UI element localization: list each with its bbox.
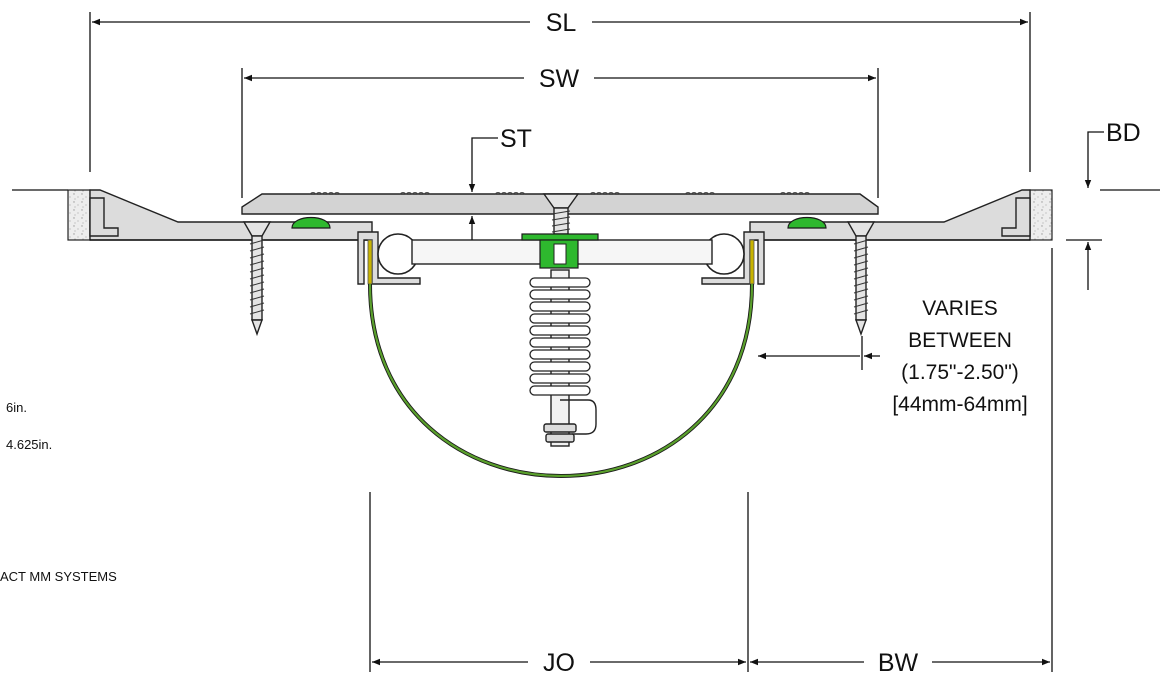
dimension-sl: SL bbox=[89, 9, 1031, 172]
left-frame-tab bbox=[89, 197, 119, 237]
right-anchor-screw bbox=[846, 221, 876, 337]
varies-line-2: BETWEEN bbox=[908, 329, 1012, 352]
label-sw: SW bbox=[539, 65, 580, 93]
bellows-seal bbox=[368, 283, 754, 478]
center-bolt bbox=[542, 193, 580, 235]
right-frame-tab bbox=[1001, 197, 1031, 237]
dimension-st: ST bbox=[468, 125, 532, 240]
anchor-screws bbox=[242, 221, 876, 337]
varies-note: VARIES BETWEEN (1.75"-2.50") [44mm-64mm] bbox=[892, 297, 1027, 416]
left-gasket bbox=[291, 217, 331, 229]
cover-gaskets bbox=[291, 217, 827, 229]
dimension-bd: BD bbox=[1066, 119, 1141, 290]
label-sl: SL bbox=[546, 9, 577, 37]
right-concrete-blockout bbox=[1029, 189, 1053, 241]
label-st: ST bbox=[500, 125, 532, 153]
label-bd: BD bbox=[1106, 119, 1141, 147]
right-gasket bbox=[787, 217, 827, 229]
varies-line-4: [44mm-64mm] bbox=[892, 393, 1027, 416]
concrete-blockouts bbox=[67, 189, 1053, 241]
left-concrete-blockout bbox=[67, 189, 91, 241]
dimension-sw: SW bbox=[241, 65, 879, 198]
spring-bracket bbox=[521, 233, 599, 269]
note-value-1: 6in. bbox=[6, 400, 27, 415]
cover-plate-serrations bbox=[309, 192, 811, 195]
varies-line-1: VARIES bbox=[922, 297, 997, 320]
left-anchor-screw bbox=[242, 221, 272, 337]
dimension-varies bbox=[758, 336, 880, 370]
label-bw: BW bbox=[878, 649, 919, 676]
coil-spring bbox=[529, 269, 597, 447]
label-jo: JO bbox=[543, 649, 575, 676]
dimension-jo-bw: JO BW bbox=[369, 248, 1053, 676]
varies-line-3: (1.75"-2.50") bbox=[901, 361, 1019, 384]
note-value-2: 4.625in. bbox=[6, 437, 52, 452]
left-notes: 6in. 4.625in. ACT MM SYSTEMS bbox=[0, 400, 117, 584]
note-contact: ACT MM SYSTEMS bbox=[0, 569, 117, 584]
seal-retainers bbox=[357, 231, 765, 285]
